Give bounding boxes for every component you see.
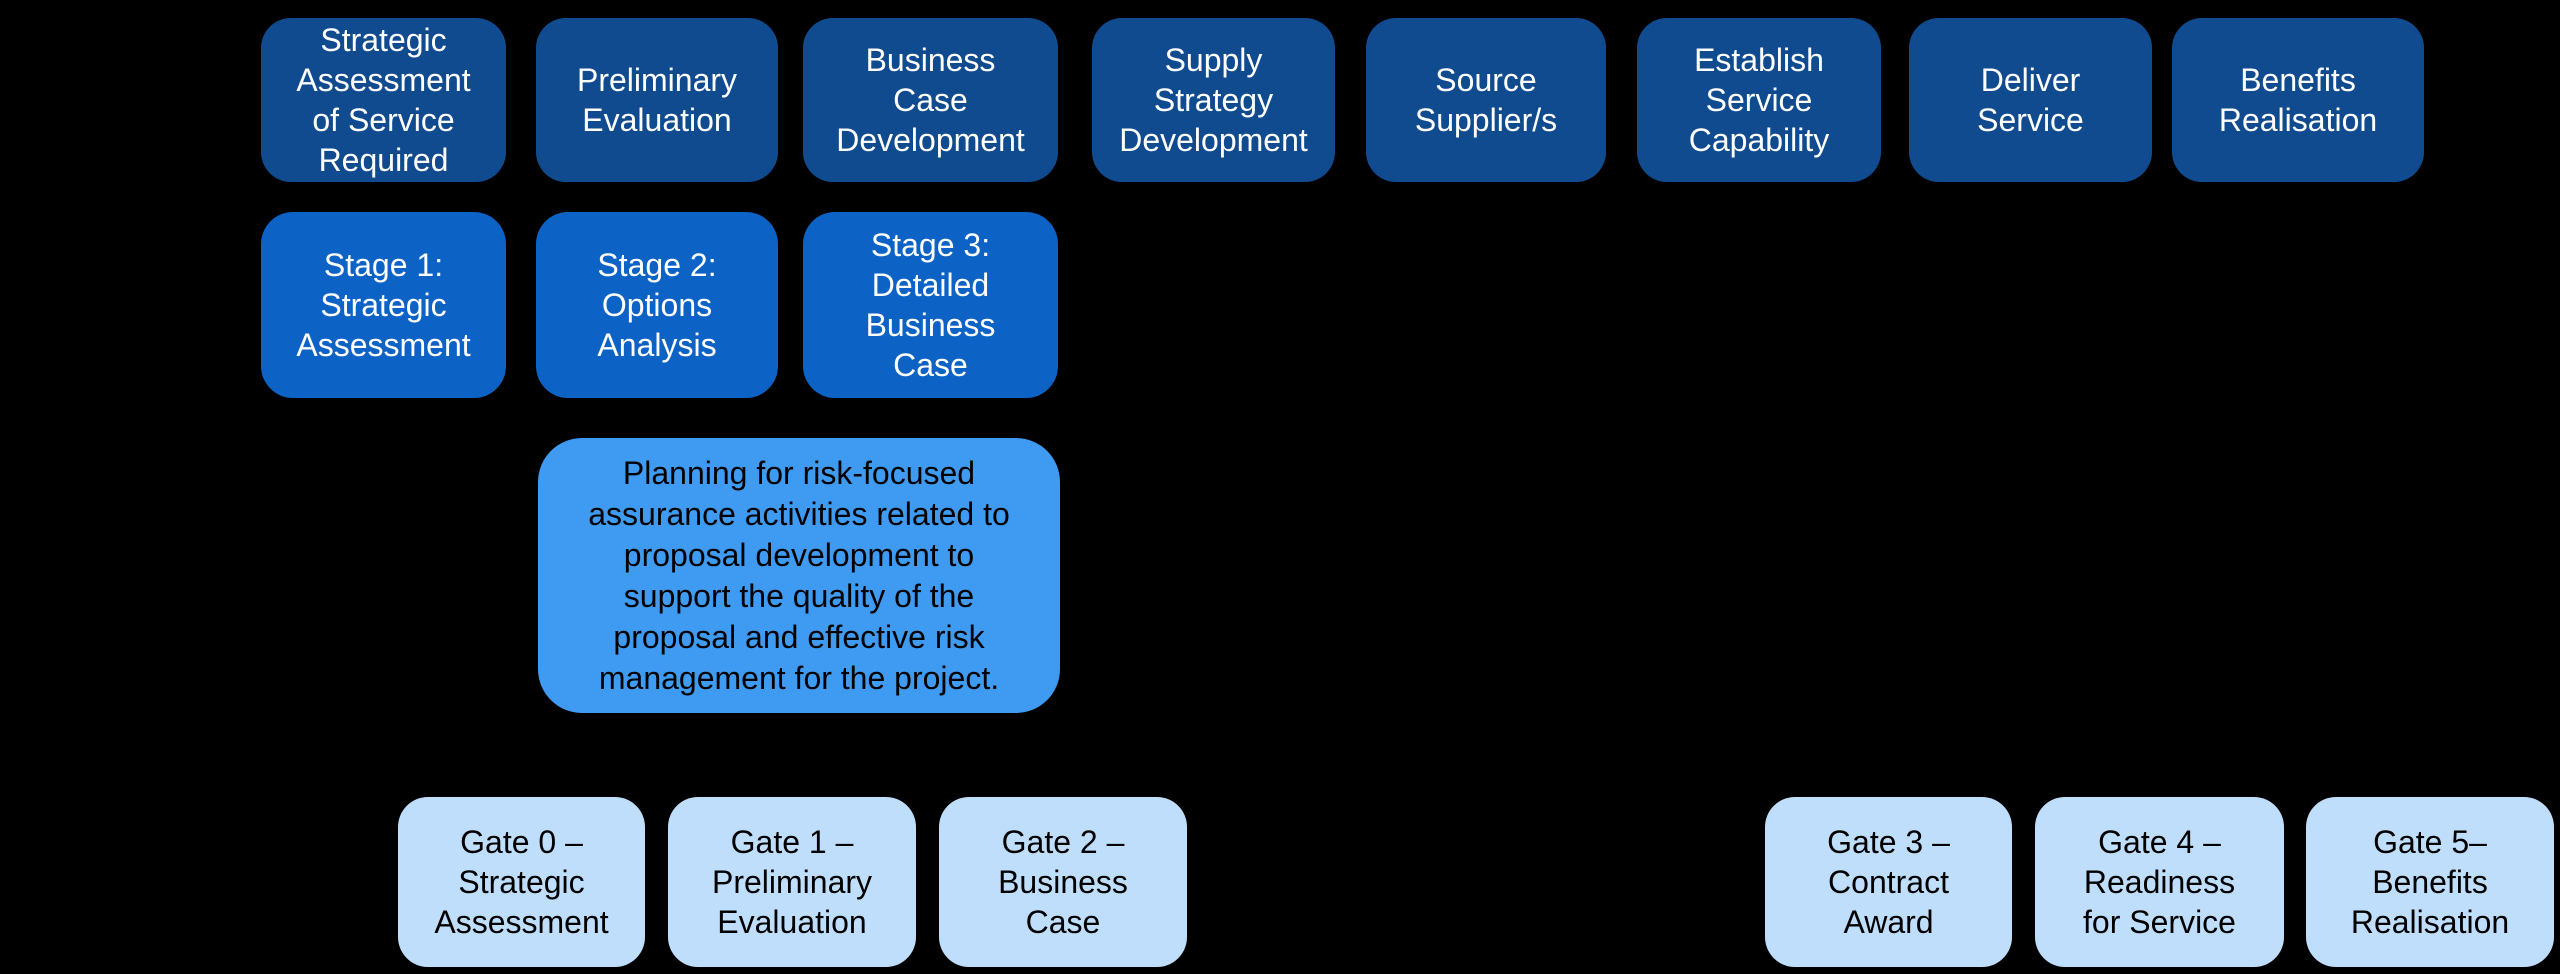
gate-box-0-strategic-assessment: Gate 0 – Strategic Assessment <box>398 797 645 967</box>
phase-label: Deliver Service <box>1977 62 2084 138</box>
stage-box-2-options-analysis: Stage 2: Options Analysis <box>536 212 778 398</box>
gate-label: Gate 0 – Strategic Assessment <box>434 824 609 940</box>
phase-label: Source Supplier/s <box>1414 62 1558 138</box>
gate-box-4-readiness-for-service: Gate 4 – Readiness for Service <box>2035 797 2284 967</box>
gate-box-1-preliminary-evaluation: Gate 1 – Preliminary Evaluation <box>668 797 916 967</box>
phase-box-supply-strategy-development: Supply Strategy Development <box>1092 18 1335 182</box>
gate-box-3-contract-award: Gate 3 – Contract Award <box>1765 797 2012 967</box>
gate-label: Gate 5– Benefits Realisation <box>2350 824 2510 940</box>
gate-box-2-business-case: Gate 2 – Business Case <box>939 797 1187 967</box>
phase-box-benefits-realisation: Benefits Realisation <box>2172 18 2424 182</box>
phase-label: Supply Strategy Development <box>1119 42 1308 158</box>
stage-box-3-detailed-business-case: Stage 3: Detailed Business Case <box>803 212 1058 398</box>
phase-box-strategic-assessment-of-service-required: Strategic Assessment of Service Required <box>261 18 506 182</box>
gate-label: Gate 1 – Preliminary Evaluation <box>711 824 873 940</box>
phase-label: Strategic Assessment of Service Required <box>296 22 471 178</box>
assurance-planning-note-text: Planning for risk-focused assurance acti… <box>588 454 1010 696</box>
phase-box-business-case-development: Business Case Development <box>803 18 1058 182</box>
phase-label: Preliminary Evaluation <box>576 62 738 138</box>
stage-label: Stage 2: Options Analysis <box>597 247 717 363</box>
phase-box-preliminary-evaluation: Preliminary Evaluation <box>536 18 778 182</box>
phase-box-deliver-service: Deliver Service <box>1909 18 2152 182</box>
assurance-planning-note: Planning for risk-focused assurance acti… <box>538 438 1060 713</box>
phase-box-source-suppliers: Source Supplier/s <box>1366 18 1606 182</box>
stage-label: Stage 1: Strategic Assessment <box>296 247 471 363</box>
gate-label: Gate 4 – Readiness for Service <box>2083 824 2236 940</box>
stage-box-1-strategic-assessment: Stage 1: Strategic Assessment <box>261 212 506 398</box>
phase-label: Establish Service Capability <box>1688 42 1830 158</box>
stage-label: Stage 3: Detailed Business Case <box>865 227 996 383</box>
gate-label: Gate 2 – Business Case <box>998 824 1128 940</box>
phase-label: Business Case Development <box>836 42 1025 158</box>
gate-box-5-benefits-realisation: Gate 5– Benefits Realisation <box>2306 797 2554 967</box>
phase-label: Benefits Realisation <box>2218 62 2378 138</box>
gate-label: Gate 3 – Contract Award <box>1827 824 1950 940</box>
phase-box-establish-service-capability: Establish Service Capability <box>1637 18 1881 182</box>
